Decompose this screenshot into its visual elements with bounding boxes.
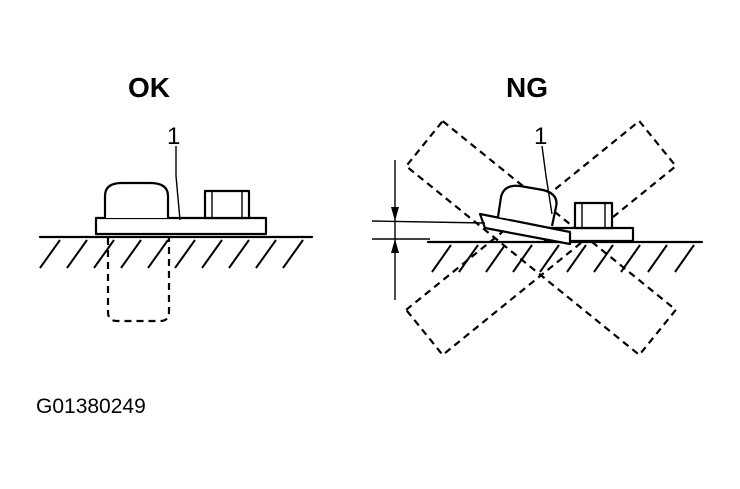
- ok-dome: [103, 181, 170, 218]
- figure-code: G01380249: [36, 395, 146, 418]
- ok-ground-hatch: [39, 239, 304, 269]
- ok-label: OK: [128, 72, 170, 103]
- ng-ground-hatch: [431, 244, 695, 273]
- ng-leader-line: [541, 145, 553, 215]
- ng-block: [573, 201, 614, 230]
- ok-part-number: 1: [167, 123, 180, 150]
- ng-panel: NG 1: [371, 72, 704, 357]
- ng-tilted-part: [478, 184, 572, 246]
- ok-panel: OK 1: [38, 72, 314, 323]
- ok-base-plate: [94, 216, 268, 236]
- ng-label: NG: [506, 72, 548, 103]
- ok-hidden-body: [106, 238, 171, 323]
- ng-tilt-dimension: [371, 160, 486, 300]
- ok-leader-line: [175, 146, 181, 221]
- ng-part-number: 1: [534, 123, 547, 150]
